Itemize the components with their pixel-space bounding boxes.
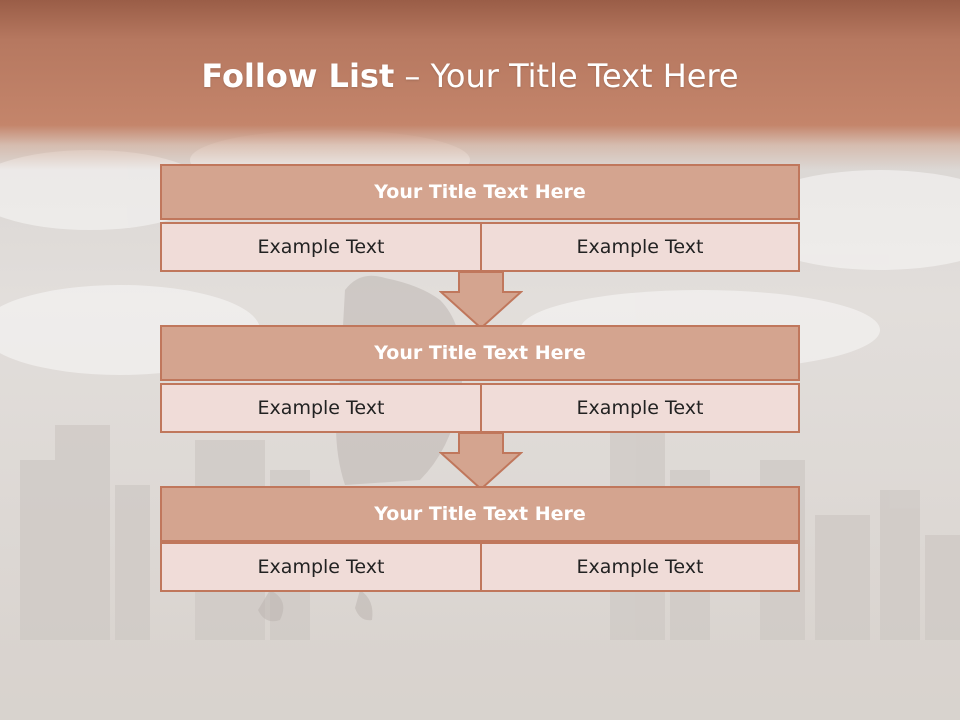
- list-block-2: Your Title Text Here Example Text Exampl…: [160, 325, 800, 433]
- block-cell-left: Example Text: [160, 222, 482, 272]
- block-cell-left: Example Text: [160, 383, 482, 433]
- list-block-1: Your Title Text Here Example Text Exampl…: [160, 164, 800, 272]
- block-title: Your Title Text Here: [160, 325, 800, 381]
- block-cell-right: Example Text: [480, 383, 800, 433]
- slide-title-separator: –: [394, 57, 431, 95]
- block-cell-right: Example Text: [480, 222, 800, 272]
- header-band: [0, 0, 960, 170]
- list-block-3: Your Title Text Here Example Text Exampl…: [160, 486, 800, 592]
- down-arrow-icon: [439, 271, 523, 330]
- slide-title-bold: Follow List: [201, 57, 395, 95]
- slide-title: Follow List – Your Title Text Here: [0, 52, 940, 100]
- block-cell-left: Example Text: [160, 542, 482, 592]
- down-arrow-icon: [439, 432, 523, 491]
- block-title: Your Title Text Here: [160, 164, 800, 220]
- block-cell-right: Example Text: [480, 542, 800, 592]
- block-title: Your Title Text Here: [160, 486, 800, 542]
- slide-title-rest: Your Title Text Here: [430, 57, 739, 95]
